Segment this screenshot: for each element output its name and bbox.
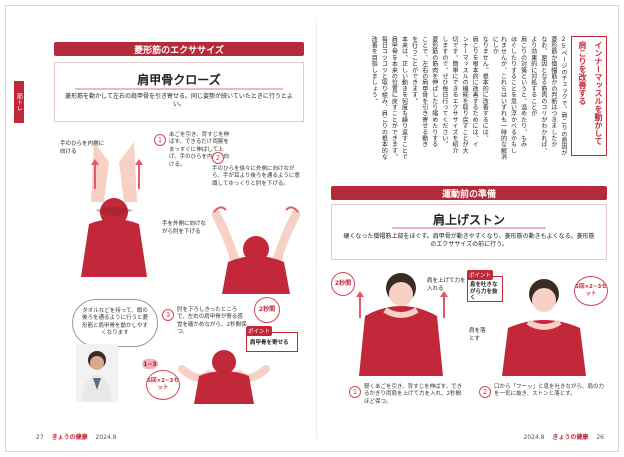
- body-col: 肩こりを根本的に改善するためには、イ: [471, 36, 479, 148]
- left-title-underline: [75, 88, 283, 90]
- left-brand: きょうの健康: [51, 434, 88, 441]
- body-col: ことで、左右の肩甲骨を引き寄せる動き: [420, 36, 428, 148]
- exercise-figure-3: [178, 350, 270, 404]
- doctor-photo: [76, 344, 118, 402]
- body-col: 毎日コツコツと取り組み、肩こりの根本的な: [380, 36, 388, 160]
- right-card-title: 肩上げストン: [432, 213, 505, 227]
- body-col: 改善を目指しましょう。: [370, 36, 378, 105]
- left-reps-badge: 5回×2~3セット: [146, 370, 180, 400]
- hands-label: 手のひらを内側に向ける: [60, 141, 105, 155]
- left-range-badge: 1~3: [142, 359, 158, 369]
- point-box: ポイント 肩甲骨を寄せる: [246, 326, 298, 352]
- right-step-2-text: 口から「フーッ」と息を吐きながら、肩の力を一気に抜き、ストンと落とす。: [494, 384, 605, 398]
- right-card-desc: 硬くなった僧帽筋上部をほぐす。肩甲骨が動きやすくなり、菱形筋の動きもよくなる。菱…: [343, 233, 595, 249]
- left-card: 肩甲骨クローズ 菱形筋を動かして左右の肩甲骨を引き寄せる。同じ姿勢が続いていたと…: [54, 62, 304, 122]
- left-page: 菱形筋のエクササイズ 肩甲骨クローズ 菱形筋を動かして左右の肩甲骨を引き寄せる。…: [14, 14, 311, 443]
- body-text-block: 25ページのチェックで、肩こりの原因が 菱形筋か僧帽筋かの判断はつきましたか な…: [329, 36, 567, 161]
- right-issue: 2024.8: [523, 434, 545, 441]
- left-page-number: 27: [36, 434, 44, 441]
- right-step-1-text: 軽くあごを引き、背すじを伸ばす。できるかぎり両肩を上げて力を入れ、2秒間ほど保つ…: [364, 384, 463, 405]
- step-2-number: 2: [212, 152, 224, 164]
- body-col: しますので、ぜひ毎日行ってください。: [440, 36, 448, 148]
- left-footer: 27 きょうの健康 2024.8: [36, 432, 117, 441]
- right-step-1-number: 1: [349, 386, 361, 398]
- heading-line-1: インナーマッスルを動かして: [594, 41, 603, 145]
- drop-label: 肩を落とす: [469, 328, 486, 342]
- left-section-title: 菱形筋のエクササイズ: [54, 42, 304, 56]
- right-title-underline: [392, 227, 546, 229]
- right-reps-badge: 5回×2~3セット: [574, 276, 608, 306]
- body-col: ほぐしたりすることを思い浮かべるかもし: [509, 36, 517, 154]
- heading-box: インナーマッスルを動かして 肩こりを改善する: [571, 36, 607, 156]
- step-3-number: 3: [162, 309, 174, 321]
- spine-divider: [316, 18, 317, 439]
- shoulder-up-arrow-left: [356, 291, 364, 318]
- up-arrow-left: [91, 159, 99, 189]
- right-page: インナーマッスルを動かして 肩こりを改善する 25ページのチェックで、肩こりの原…: [319, 14, 616, 443]
- right-section-title: 運動前の準備: [331, 186, 607, 200]
- step-3-text: 肘を下ろしきったところで、左右の肩甲骨が寄る感覚を確かめながら、2秒間保つ。: [177, 307, 247, 336]
- body-col: ンナーマッスルの機能を取り戻すことが大: [461, 36, 469, 154]
- right-brand: きょうの健康: [552, 434, 589, 441]
- right-page-number: 26: [596, 434, 604, 441]
- up-arrow-right: [135, 159, 143, 189]
- body-col: を行うことができます。: [410, 36, 418, 105]
- shoulder-figure-1: [359, 273, 443, 376]
- body-col: 25ページのチェックで、肩こりの原因が: [560, 36, 567, 156]
- exercise-figure-2: [211, 206, 301, 294]
- body-col: 菱形筋か僧帽筋かの判断はつきましたか: [549, 36, 557, 148]
- body-col: より効果的に対処することが: [529, 36, 537, 117]
- left-issue: 2024.8: [95, 434, 117, 441]
- step-1-text: あごを引き、背すじを伸ばす。できるだけ両腕をまっすぐに伸ばして上げ、手のひらを内…: [169, 132, 230, 168]
- point-tag: ポイント: [246, 326, 273, 336]
- step-1-number: 1: [154, 134, 166, 146]
- category-tab: 筋トレ: [14, 81, 24, 123]
- right-card: 肩上げストン 硬くなった僧帽筋上部をほぐす。肩甲骨が動きやすくなり、菱形筋の動き…: [331, 204, 607, 260]
- right-point-tag: ポイント: [467, 270, 494, 280]
- body-col: なりません。根本的に改善するには、: [481, 36, 489, 142]
- balloon-text: タオルなどを持って、頭の後ろを通るように行うと菱形筋と肩甲骨を動かしやすくなりま…: [81, 308, 148, 337]
- magazine-spread: 菱形筋のエクササイズ 肩甲骨クローズ 菱形筋を動かして左右の肩甲骨を引き寄せる。…: [5, 5, 619, 452]
- right-point-box: ポイント 息を吐きながら力を抜く: [467, 270, 503, 302]
- right-hold-badge: 2秒間: [331, 272, 355, 296]
- hold-badge: 2秒間: [254, 297, 280, 323]
- body-col: れませんが、これらはいずれも一時的な解消にしか: [491, 36, 507, 160]
- left-card-desc: 菱形筋を動かして左右の肩甲骨を引き寄せる。同じ姿勢が続いていたときに行うとよい。: [65, 93, 293, 109]
- body-col: 菱形筋の筋肉を伸ばしたり縮めたりする: [430, 36, 438, 148]
- shoulder-up-arrow-right: [440, 291, 448, 318]
- heading-line-2: 肩こりを改善する: [578, 41, 587, 105]
- body-col: 肩甲骨を本来の位置に戻すことができます。: [390, 36, 398, 160]
- step-2-text: 手のひらを徐々に外側に向けながら、手が耳より後ろを通るように意識してゆっくりと肘…: [212, 166, 300, 187]
- body-col: 肩こりの対策というと、温めたり、もみ: [519, 36, 527, 148]
- elbow-label: 手を外側に向けながら肘を下げる: [162, 221, 207, 235]
- right-footer: 2024.8 きょうの健康 26: [524, 432, 605, 441]
- right-point-text: 息を吐きながら力を抜く: [470, 282, 498, 302]
- right-step-2-number: 2: [479, 386, 491, 398]
- speech-balloon: タオルなどを持って、頭の後ろを通るように行うと菱形筋と肩甲骨を動かしやすくなりま…: [72, 299, 158, 347]
- body-col: 切です。簡単にできるエクササイズを紹介: [450, 36, 458, 154]
- left-card-title: 肩甲骨クローズ: [137, 73, 221, 87]
- shoulder-figure-2: [502, 279, 586, 376]
- shoulder-label: 肩を上げて力を入れる: [427, 278, 466, 292]
- body-col: なお、原因となる筋肉のコリがわかれば、: [539, 36, 547, 154]
- point-text: 肩甲骨を寄せる: [250, 340, 289, 346]
- body-col: 本来は、正しい動きを何度も繰り返すことで: [400, 36, 408, 160]
